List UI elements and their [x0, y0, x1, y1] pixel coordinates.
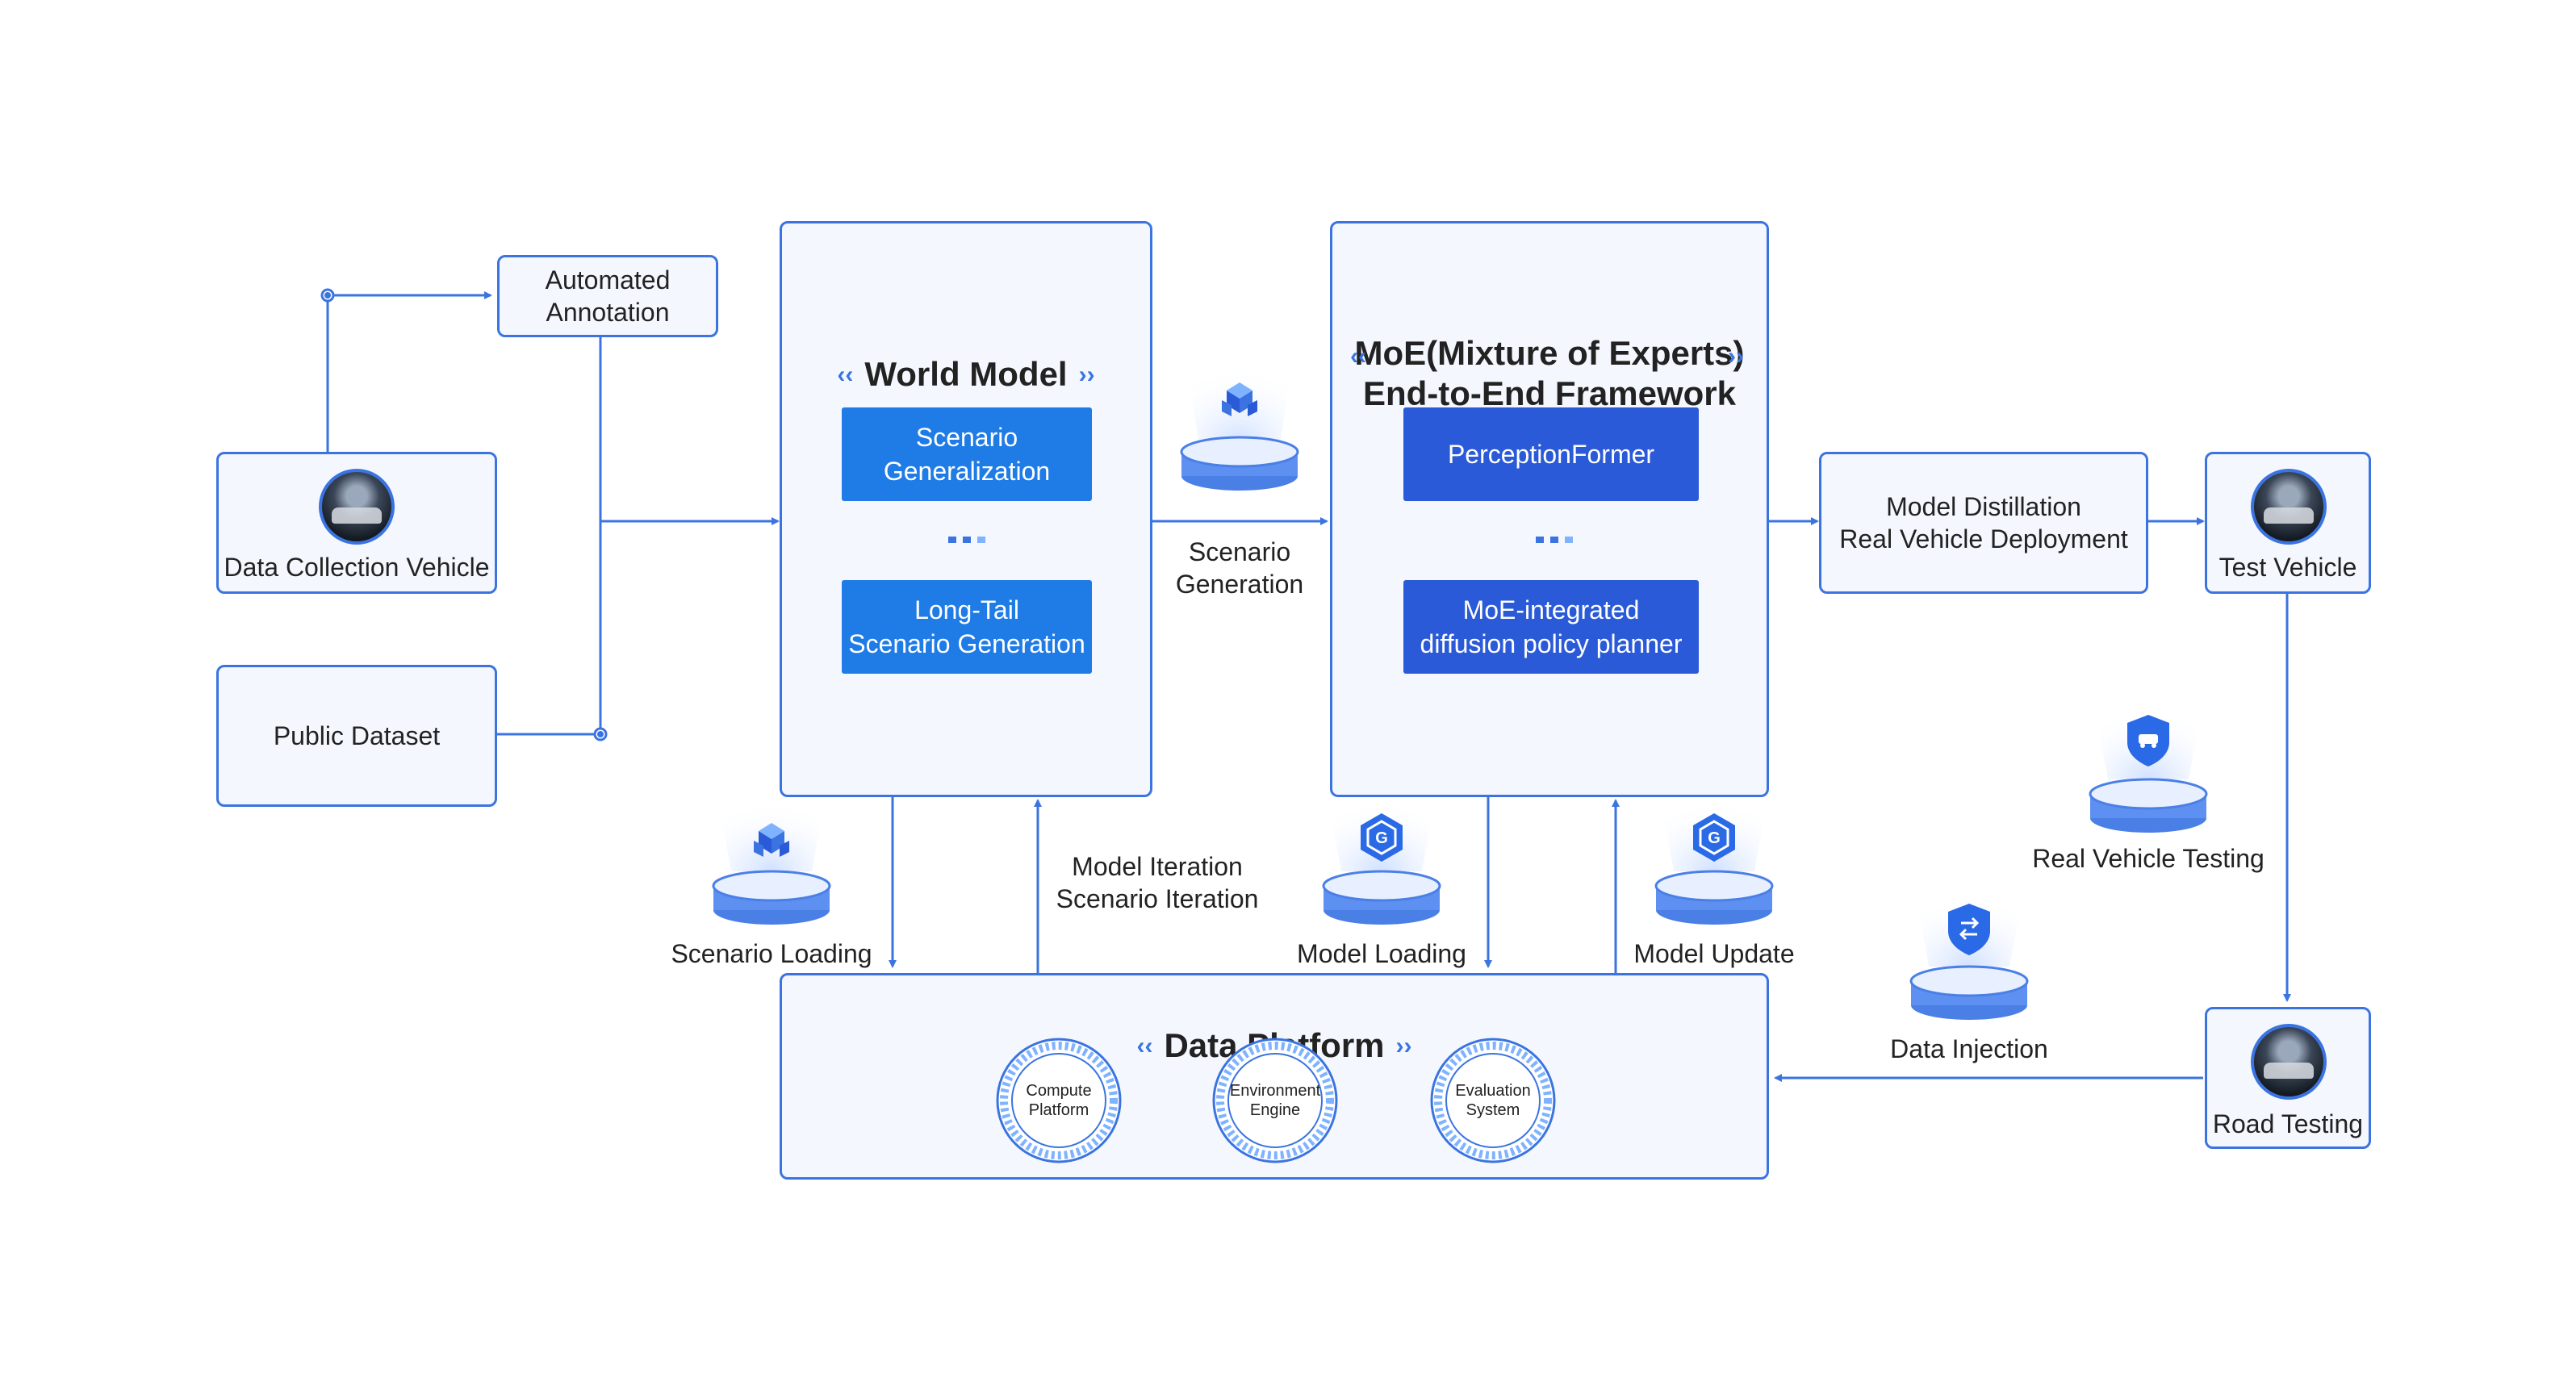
chevron-right-icon: ››	[1078, 361, 1095, 388]
test-vehicle-photo	[2251, 469, 2327, 545]
model-loading-db-icon: G	[1322, 783, 1441, 925]
compute-platform-label: Compute Platform	[1026, 1082, 1092, 1119]
model-hexagon-icon: G	[1361, 813, 1403, 862]
distillation-node: Model Distillation Real Vehicle Deployme…	[1819, 452, 2148, 594]
chevron-right-icon: ››	[1728, 343, 1744, 370]
scenario-generation-label: Scenario Generation	[1175, 537, 1304, 599]
model-hexagon-icon: G	[1693, 813, 1735, 862]
perceptionformer-block: PerceptionFormer	[1403, 407, 1699, 501]
cube-cluster-icon	[1222, 382, 1257, 416]
chevron-right-icon: ››	[1395, 1033, 1412, 1059]
data-injection-label: Data Injection	[1890, 1034, 2048, 1063]
chevron-left-icon: ‹‹	[1136, 1033, 1153, 1059]
svg-text:G: G	[1375, 829, 1388, 847]
moe-panel: MoE(Mixture of Experts) End-to-End Frame…	[1330, 221, 1769, 797]
model-update-label: Model Update	[1633, 939, 1795, 968]
scenario-generation-db-icon	[1180, 347, 1299, 491]
automated-annotation-label: Automated Annotation	[545, 265, 671, 327]
road-testing-photo	[2251, 1024, 2327, 1100]
road-testing-node: Road Testing	[2205, 1007, 2371, 1149]
automated-annotation-node: Automated Annotation	[497, 255, 718, 337]
real-vehicle-testing-label: Real Vehicle Testing	[2032, 844, 2264, 873]
data-injection-db-icon	[1909, 878, 2029, 1020]
scenario-generalization-block: Scenario Generalization	[842, 407, 1092, 501]
road-testing-label: Road Testing	[2212, 1109, 2364, 1138]
data-collection-vehicle-node: Data Collection Vehicle	[216, 452, 497, 594]
vehicle-shield-icon	[2127, 715, 2169, 766]
model-update-db-icon: G	[1654, 783, 1774, 925]
world-model-title: ‹‹World Model››	[837, 355, 1095, 393]
iteration-label: Model Iteration Scenario Iteration	[1056, 852, 1259, 913]
moe-title: MoE(Mixture of Experts) End-to-End Frame…	[1354, 334, 1745, 412]
data-platform-panel: ‹‹Data Platform›› Compute Platform Envir…	[780, 973, 1769, 1180]
evaluation-system-ring-icon	[1430, 1038, 1556, 1163]
cube-cluster-icon	[754, 823, 789, 857]
long-tail-scenario-block: Long-Tail Scenario Generation	[842, 580, 1092, 674]
vehicle-to-annotation-line	[326, 291, 492, 452]
ellipsis-icon	[1536, 537, 1573, 543]
svg-text:G: G	[1708, 829, 1721, 847]
environment-engine-label: Environment Engine	[1229, 1082, 1321, 1119]
public-dataset-label: Public Dataset	[273, 721, 441, 750]
vehicle-photo	[319, 469, 395, 545]
transfer-shield-icon	[1948, 904, 1990, 955]
data-collection-vehicle-label: Data Collection Vehicle	[224, 553, 490, 582]
real-vehicle-testing-db-icon	[2089, 691, 2208, 833]
chevron-left-icon: ‹‹	[1350, 343, 1366, 370]
model-loading-label: Model Loading	[1297, 939, 1466, 968]
distillation-label: Model Distillation Real Vehicle Deployme…	[1839, 492, 2128, 553]
ellipsis-icon	[948, 537, 985, 543]
compute-platform-ring-icon	[996, 1038, 1122, 1163]
diffusion-planner-block: MoE-integrated diffusion policy planner	[1403, 580, 1699, 674]
chevron-left-icon: ‹‹	[837, 361, 854, 388]
scenario-loading-db-icon	[712, 783, 831, 925]
environment-engine-ring-icon	[1212, 1038, 1338, 1163]
evaluation-system-label: Evaluation System	[1455, 1082, 1531, 1119]
public-dataset-node: Public Dataset	[216, 665, 497, 807]
world-model-panel: ‹‹World Model›› Scenario Generalization …	[780, 221, 1152, 797]
test-vehicle-node: Test Vehicle	[2205, 452, 2371, 594]
test-vehicle-label: Test Vehicle	[2218, 553, 2357, 582]
scenario-loading-label: Scenario Loading	[671, 939, 872, 968]
